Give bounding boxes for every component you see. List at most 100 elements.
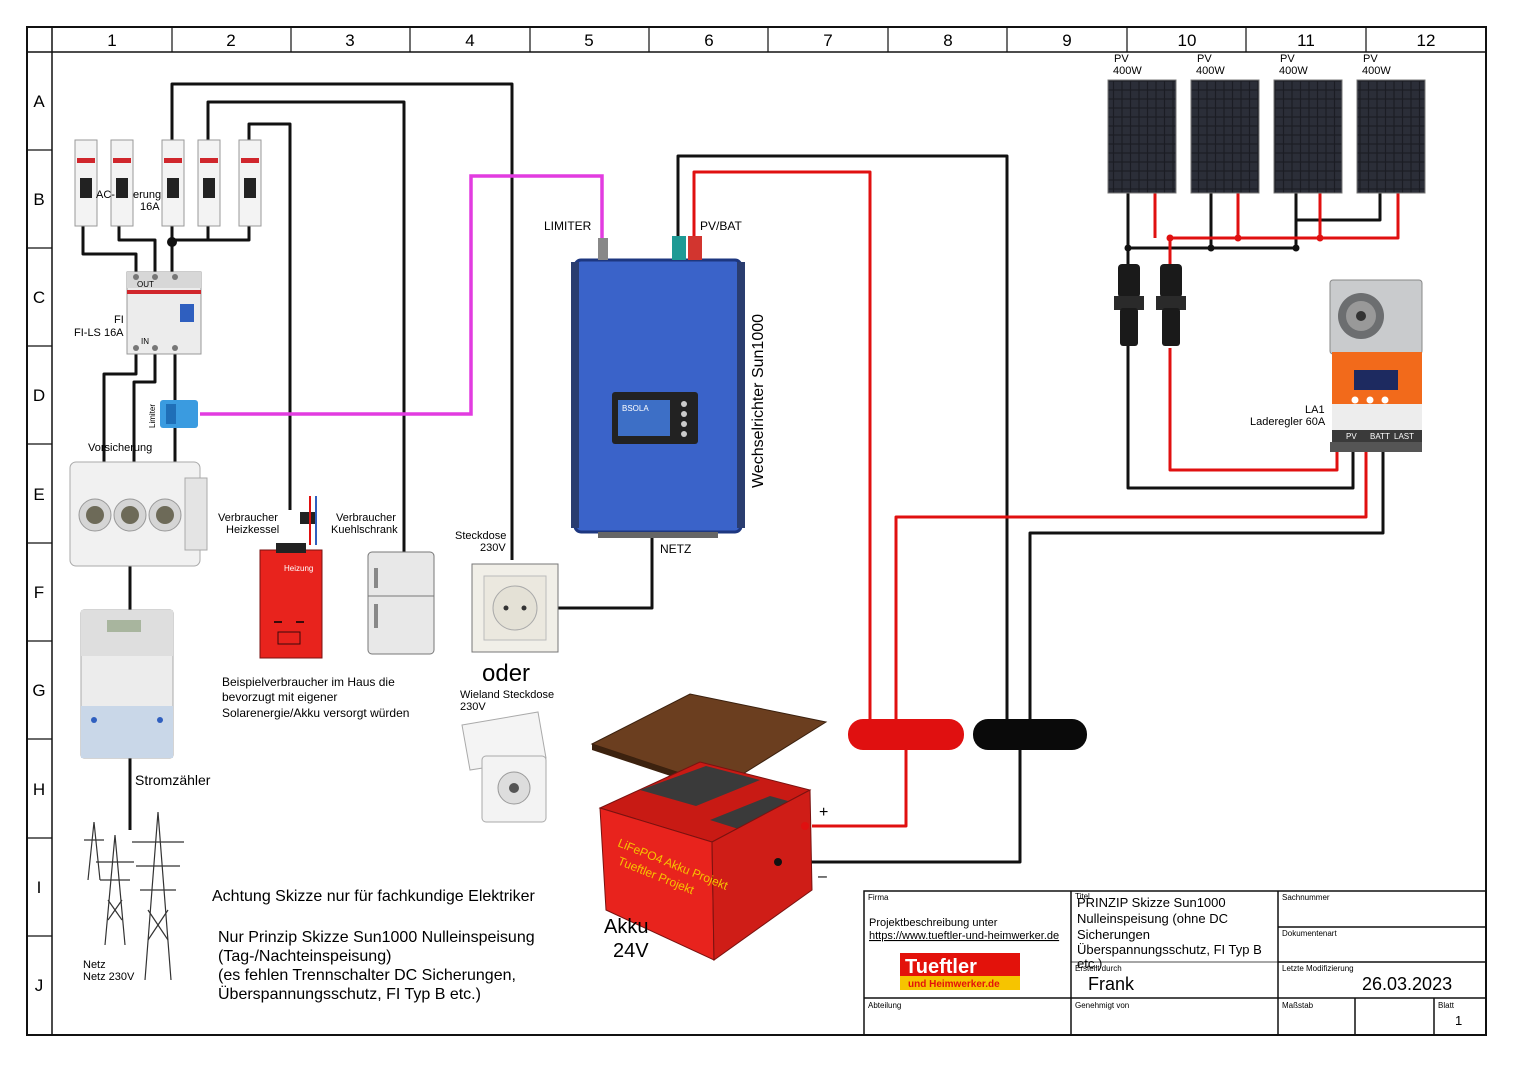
battery-minus-label: – xyxy=(818,868,827,885)
pv-panel-4: PV 400W xyxy=(1356,53,1426,194)
kuehlschrank-label: Kuehlschrank xyxy=(331,524,398,536)
fridge xyxy=(367,551,435,655)
achtung-note: Achtung Skizze nur für fachkundige Elekt… xyxy=(212,888,536,905)
controller-last-label: LAST xyxy=(1394,432,1414,441)
beispiel-line-3: Solarenergie/Akku versorgt würden xyxy=(222,706,409,720)
titel-line-5: etc.) xyxy=(1077,956,1102,971)
row-letters: A B C D E F G H I J xyxy=(32,92,45,995)
titel-line-3: Sicherungen xyxy=(1077,927,1150,942)
titel-line-4: Überspannungsschutz, FI Typ B xyxy=(1077,942,1262,957)
prinzip-note-3: (es fehlen Trennschalter DC Sicherungen, xyxy=(218,967,516,984)
controller-pv-label: PV xyxy=(1346,432,1357,441)
breaker-row xyxy=(74,139,262,227)
fi-out-label: OUT xyxy=(137,280,154,289)
col-label: 7 xyxy=(823,31,832,50)
heater-boiler: Heizung xyxy=(259,496,323,659)
column-separators xyxy=(171,27,1367,52)
pv-panel-label: PV xyxy=(1114,53,1129,65)
genehmigt-label: Genehmigt von xyxy=(1075,1001,1129,1010)
pv-panel-power: 400W xyxy=(1362,65,1391,77)
firma-label: Firma xyxy=(868,893,889,902)
col-label: 11 xyxy=(1297,31,1315,50)
pv-panel-power: 400W xyxy=(1279,65,1308,77)
oder-label: oder xyxy=(482,660,530,687)
positive-busbar xyxy=(848,719,964,750)
steckdose-230v-label: 230V xyxy=(480,542,506,554)
netz-230v-label: Netz 230V xyxy=(83,971,135,983)
row-label: G xyxy=(32,681,45,700)
inverter: BSOLA xyxy=(571,258,745,538)
fi-ls-label: FI-LS 16A xyxy=(74,327,124,339)
logo-top-text: Tueftler xyxy=(905,956,977,978)
battery-plus-label: + xyxy=(819,804,828,821)
verbraucher-kuehl-label: Verbraucher xyxy=(336,512,396,524)
col-label: 9 xyxy=(1062,31,1071,50)
limiter-small-label: Limiter xyxy=(148,404,157,428)
breaker-label-a: AC- xyxy=(96,189,115,201)
heizung-text: Heizung xyxy=(284,564,313,573)
abteilung-label: Abteilung xyxy=(868,1001,901,1010)
titel-line-2: Nulleinspeisung (ohne DC xyxy=(1077,911,1228,926)
col-label: 10 xyxy=(1178,31,1197,50)
pv-panel-power: 400W xyxy=(1196,65,1225,77)
col-label: 5 xyxy=(584,31,593,50)
wieland-socket xyxy=(461,711,547,823)
controller-batt-label: BATT xyxy=(1370,432,1390,441)
verbraucher-heiz-label: Verbraucher xyxy=(218,512,278,524)
prinzip-note-1: Nur Prinzip Skizze Sun1000 Nulleinspeisu… xyxy=(218,929,535,946)
projekt-label: Projektbeschreibung unter xyxy=(869,917,998,929)
titel-label: Titel xyxy=(1075,892,1090,901)
vorsicherung-label: Vorsicherung xyxy=(88,442,152,454)
row-label: E xyxy=(33,485,44,504)
row-label: C xyxy=(33,288,45,307)
main-fuse-block xyxy=(69,461,208,567)
junction-dots xyxy=(167,237,1300,252)
row-label: J xyxy=(35,976,44,995)
col-label: 1 xyxy=(107,31,116,50)
modifizierung-value: 26.03.2023 xyxy=(1362,974,1452,994)
dokumentenart-label: Dokumentenart xyxy=(1282,929,1337,938)
column-numbers: 1 2 3 4 5 6 7 8 9 10 11 12 xyxy=(107,31,1435,50)
stromzaehler-label: Stromzähler xyxy=(135,772,211,788)
mc4-connector-negative xyxy=(1114,264,1144,346)
wall-socket xyxy=(471,563,559,653)
limiter-label: LIMITER xyxy=(544,219,592,233)
charge-controller: PV BATT LAST xyxy=(1329,279,1423,452)
row-label: I xyxy=(37,878,42,897)
col-label: 3 xyxy=(345,31,354,50)
heizkessel-label: Heizkessel xyxy=(226,524,279,536)
erstellt-value: Frank xyxy=(1088,974,1135,994)
power-pylons xyxy=(84,811,184,981)
pv-panel-1: PV 400W xyxy=(1107,53,1177,194)
row-label: A xyxy=(33,92,45,111)
magenta-wires xyxy=(200,174,604,416)
electricity-meter xyxy=(80,609,174,759)
col-label: 2 xyxy=(226,31,235,50)
fi-label: FI xyxy=(114,314,124,326)
erstellt-label: Erstellt durch xyxy=(1075,964,1122,973)
pv-panel-2: PV 400W xyxy=(1190,53,1260,194)
logo-bottom-text: und Heimwerker.de xyxy=(908,979,1000,990)
pv-panel-label: PV xyxy=(1363,53,1378,65)
fi-switch: OUT IN xyxy=(126,271,202,355)
netz-terminal-label: NETZ xyxy=(660,542,691,556)
row-label: F xyxy=(34,583,44,602)
titel-line-1: PRINZIP Skizze Sun1000 xyxy=(1077,895,1226,910)
negative-busbar xyxy=(973,719,1087,750)
inverter-screen-text: BSOLA xyxy=(622,404,649,413)
beispiel-line-2: bevorzugt mit eigener xyxy=(222,690,337,704)
projekt-link[interactable]: https://www.tueftler-und-heimwerker.de xyxy=(869,930,1059,942)
breaker-label-c: 16A xyxy=(140,201,160,213)
row-separators xyxy=(27,149,52,937)
breaker-label-b: erung xyxy=(133,189,161,201)
inverter-name: Wechselrichter Sun1000 xyxy=(750,314,767,488)
controller-name: Laderegler 60A xyxy=(1250,416,1326,428)
akku-label: Akku xyxy=(604,916,648,938)
inverter-terminals xyxy=(598,236,702,260)
mc4-connector-positive xyxy=(1156,264,1186,346)
wieland-230v-label: 230V xyxy=(460,701,486,713)
prinzip-note-4: Überspannungsschutz, FI Typ B etc.) xyxy=(218,985,481,1003)
battery-box: LiFePO4 Akku Projekt Tueftler Projekt xyxy=(590,693,828,961)
steckdose-label: Steckdose xyxy=(455,530,506,542)
controller-tag: LA1 xyxy=(1305,404,1325,416)
